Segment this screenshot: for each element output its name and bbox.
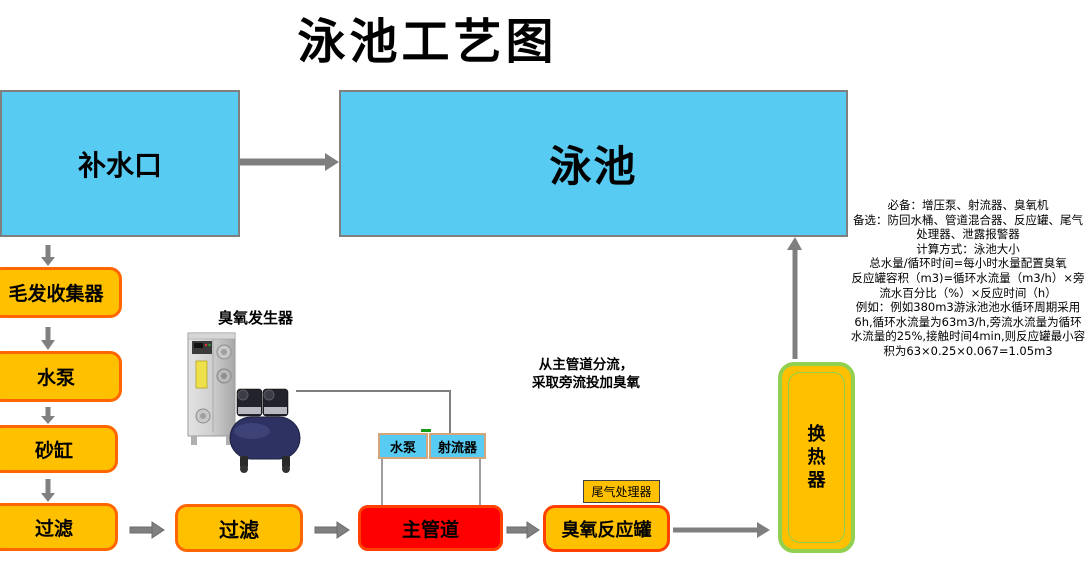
arrow-filter-to-mainpipe [314,521,350,539]
node-filter-left-label: 过滤 [34,517,73,540]
node-sand-tank-label: 砂缸 [34,439,73,462]
info-line-required: 必备：增压泵、射流器、臭氧机 [887,198,1049,212]
arrow-filter-to-filter [129,521,165,539]
node-jet-device-label: 射流器 [437,440,477,456]
info-line-formula1: 总水量/循环时间=每小时水量配置臭氧 [869,256,1067,271]
node-heat-exchanger: 换热器 [778,362,855,553]
bypass-note-line2: 采取旁流投加臭氧 [532,375,640,391]
node-water-pump: 水泵 [0,351,122,402]
node-hair-collector: 毛发收集器 [0,267,122,318]
arrow-heatx-to-pool [787,237,802,359]
node-hair-collector-label: 毛发收集器 [8,283,104,305]
node-ozone-reaction-tank: 臭氧反应罐 [543,505,670,552]
node-water-pump-label: 水泵 [36,367,75,389]
green-tick [421,429,431,432]
node-booster-pump-label: 水泵 [389,440,416,456]
arrow-sand-to-filter [41,479,55,502]
arrow-pump-to-sand [41,407,55,424]
ozone-generator-label: 臭氧发生器 [217,309,293,327]
node-ozone-reaction-tank-label: 臭氧反应罐 [561,519,652,541]
info-text-block: 必备：增压泵、射流器、臭氧机 备选：防回水桶、管道混合器、反应罐、尾气处理器、泄… [849,198,1087,359]
bypass-note: 从主管道分流， 采取旁流投加臭氧 [500,356,672,392]
node-main-pipe-label: 主管道 [401,518,459,541]
node-main-pipe: 主管道 [358,505,503,551]
node-tail-gas-processor: 尾气处理器 [583,480,660,503]
info-line-formula2: 反应罐容积（m3)=循环水流量（m3/h）×旁流水百分比（%）×反应时间（h） [851,270,1085,300]
node-water-inlet: 补水口 [0,90,240,237]
arrow-inlet-to-hair [41,245,55,266]
info-line-example: 例如：例如380m3游泳池池水循环周期采用6h,循环水流量为63m3/h,旁流水… [850,300,1086,358]
node-water-inlet-label: 补水口 [77,148,162,182]
node-jet-device: 射流器 [429,433,486,459]
line-ozone-to-jet [296,390,451,433]
node-sand-tank: 砂缸 [0,425,118,473]
node-filter-left: 过滤 [0,503,118,551]
bypass-note-line1: 从主管道分流， [538,357,634,373]
arrow-reaction-to-heatx [673,522,770,538]
node-pool-label: 泳池 [549,142,638,191]
info-line-optional: 备选：防回水桶、管道混合器、反应罐、尾气处理器、泄露报警器 [853,212,1083,242]
node-heat-exchanger-label: 换热器 [807,424,826,491]
node-filter-mid-label: 过滤 [219,517,259,542]
ozone-generator-image [187,332,301,473]
arrow-inlet-to-pool [240,153,339,171]
node-tail-gas-processor-label: 尾气处理器 [591,485,652,499]
arrow-hair-to-pump [41,327,55,350]
node-booster-pump: 水泵 [378,433,428,459]
info-line-calc-method: 计算方式：泳池大小 [916,241,1020,256]
node-pool: 泳池 [339,90,848,237]
diagram-title: 泳池工艺图 [297,14,558,70]
arrow-mainpipe-to-reaction [506,521,540,539]
node-filter-mid: 过滤 [175,504,303,552]
